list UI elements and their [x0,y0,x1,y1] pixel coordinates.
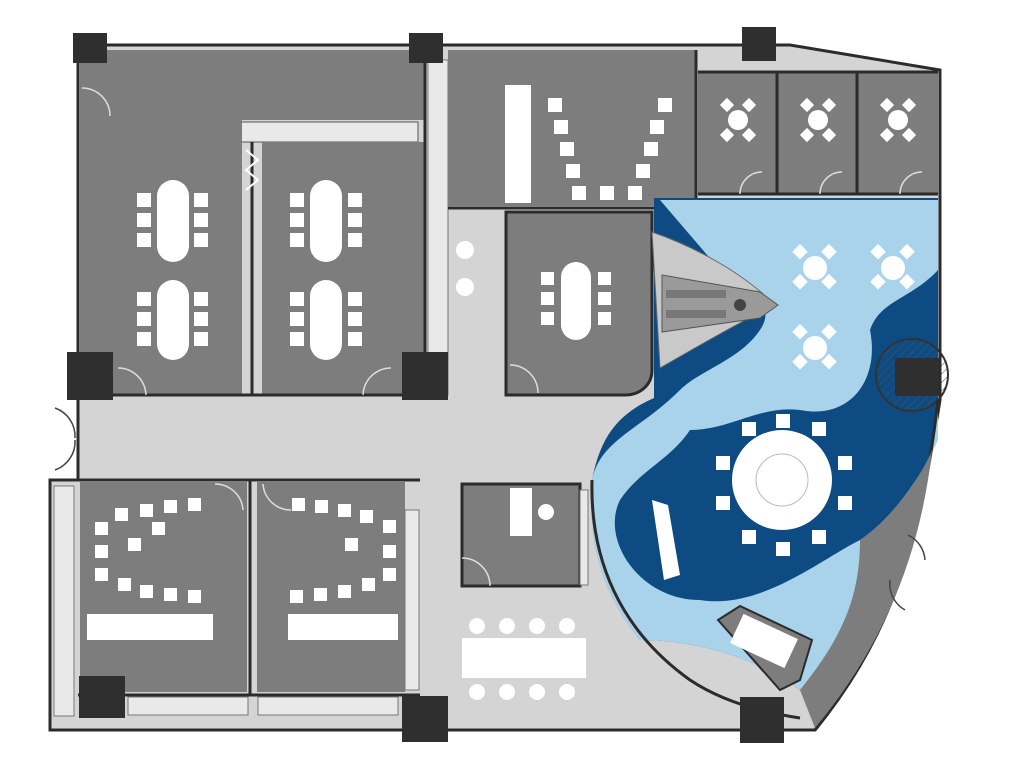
bench [652,500,680,580]
classroom-1 [80,482,247,692]
meeting-room-1 [80,50,425,395]
service-area [800,450,932,728]
door-swing-icon [81,87,923,587]
classroom-2 [257,482,405,692]
round-table-icon [719,97,917,143]
entrance-door [54,407,926,611]
structural-column-icon [67,27,784,743]
conference-table-group [137,180,362,360]
round-table-icon [792,243,915,370]
glass-partition [53,485,75,717]
plant-pot [456,278,474,296]
glass-partition [404,509,420,691]
office [460,482,582,588]
structural-column-icon [895,358,939,396]
pantry [462,618,586,700]
large-round-table [716,414,852,556]
small-meeting-room [504,210,654,397]
zigzag-divider [244,149,260,191]
training-room [448,50,696,206]
plant-pot [456,241,474,259]
glass-partition [427,59,449,396]
phone-booths [698,70,938,196]
meeting-room-2 [262,142,425,395]
space-shuttle-icon [651,231,779,369]
lounge [591,198,949,690]
sofa [716,604,814,692]
